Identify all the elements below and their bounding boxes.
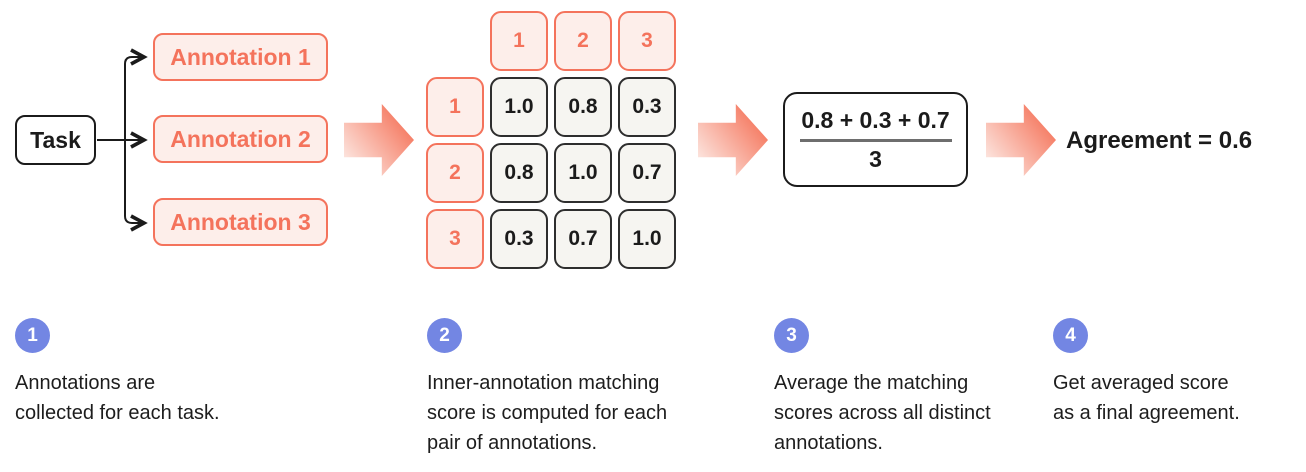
matrix-cell-2-3: 0.7 xyxy=(618,143,676,203)
step-4-line-1: Get averaged score xyxy=(1053,372,1229,394)
connector-bottom-arrow xyxy=(124,140,148,232)
matrix-cell-2-2: 1.0 xyxy=(554,143,612,203)
annotation-1-node: Annotation 1 xyxy=(153,33,328,81)
step-4-badge: 4 xyxy=(1053,318,1088,353)
matrix-row-header-3: 3 xyxy=(426,209,484,269)
fraction-denominator: 3 xyxy=(869,145,882,172)
agreement-result-label: Agreement = 0.6 xyxy=(1066,127,1253,154)
average-formula-box: 0.8 + 0.3 + 0.7 3 xyxy=(783,92,968,187)
step-2-badge: 2 xyxy=(427,318,462,353)
task-node: Task xyxy=(15,115,96,165)
annotation-3-label: Annotation 3 xyxy=(170,208,311,235)
matrix-cell-1-1: 1.0 xyxy=(490,77,548,137)
step-3-line-3: annotations. xyxy=(774,432,883,454)
annotation-2-node: Annotation 2 xyxy=(153,115,328,163)
step-2-line-3: pair of annotations. xyxy=(427,432,598,454)
matrix-col-header-3: 3 xyxy=(618,11,676,71)
matrix-col-header-1: 1 xyxy=(490,11,548,71)
fraction-divider-line xyxy=(799,138,952,142)
task-label: Task xyxy=(30,126,81,153)
matrix-corner-spacer xyxy=(426,11,484,71)
step-4-line-2: as a final agreement. xyxy=(1053,402,1240,424)
matrix-row-header-2: 2 xyxy=(426,143,484,203)
matrix-row-header-1: 1 xyxy=(426,77,484,137)
step-2-line-1: Inner-annotation matching xyxy=(427,372,660,394)
step-3-line-2: scores across all distinct xyxy=(774,402,991,424)
flow-arrow-3-icon xyxy=(986,104,1056,176)
annotation-2-label: Annotation 2 xyxy=(170,125,311,152)
task-branch-connector xyxy=(97,48,148,232)
matrix-cell-3-1: 0.3 xyxy=(490,209,548,269)
connector-top-arrow xyxy=(124,48,148,140)
annotation-3-node: Annotation 3 xyxy=(153,198,328,246)
flow-arrow-2-icon xyxy=(698,104,768,176)
step-4-description: Get averaged score as a final agreement. xyxy=(1053,368,1240,428)
matrix-col-header-2: 2 xyxy=(554,11,612,71)
step-3-badge: 3 xyxy=(774,318,809,353)
step-3-line-1: Average the matching xyxy=(774,372,969,394)
step-1-badge: 1 xyxy=(15,318,50,353)
matrix-cell-1-3: 0.3 xyxy=(618,77,676,137)
step-1-description: Annotations are collected for each task. xyxy=(15,368,220,428)
step-2-description: Inner-annotation matching score is compu… xyxy=(427,368,667,458)
step-3-description: Average the matching scores across all d… xyxy=(774,368,991,458)
step-1-line-1: Annotations are xyxy=(15,372,156,394)
step-2-line-2: score is computed for each xyxy=(427,402,668,424)
fraction-numerator: 0.8 + 0.3 + 0.7 xyxy=(801,106,950,133)
annotation-1-label: Annotation 1 xyxy=(170,43,311,70)
matrix-cell-2-1: 0.8 xyxy=(490,143,548,203)
step-1-line-2: collected for each task. xyxy=(15,402,220,424)
matrix-cell-3-2: 0.7 xyxy=(554,209,612,269)
matching-score-matrix: 1 2 3 1 1.0 0.8 0.3 2 0.8 1.0 0.7 3 0.3 … xyxy=(426,11,676,269)
matrix-cell-3-3: 1.0 xyxy=(618,209,676,269)
matrix-cell-1-2: 0.8 xyxy=(554,77,612,137)
